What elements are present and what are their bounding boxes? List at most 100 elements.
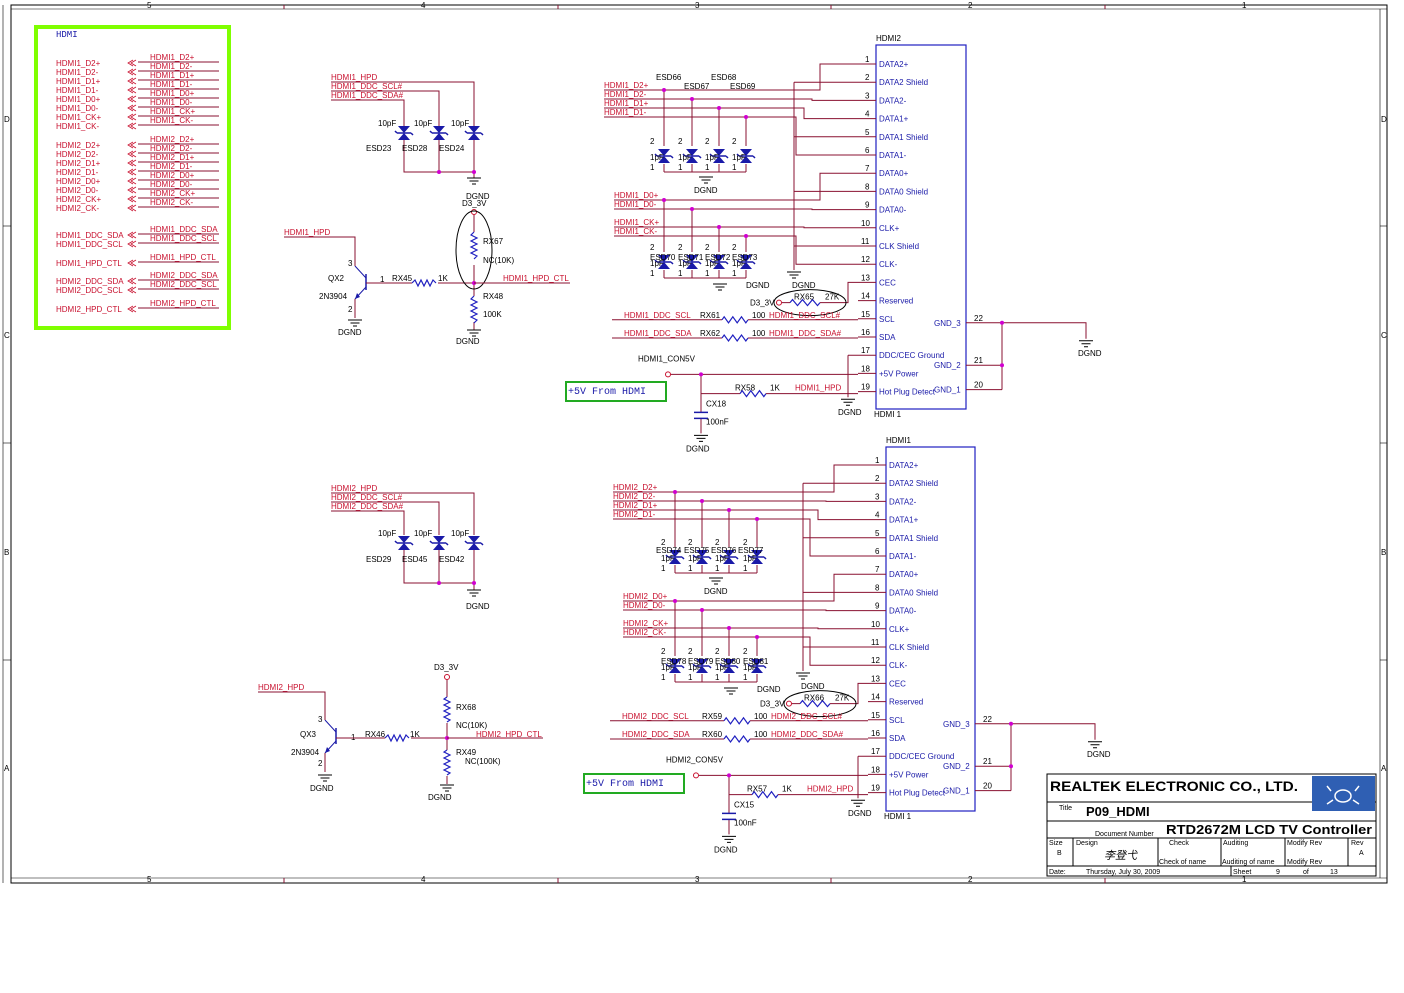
pin-number: 2 bbox=[715, 647, 720, 656]
esd-capacitance: 1pF bbox=[732, 153, 746, 162]
pin-number: 3 bbox=[865, 91, 870, 100]
net-label: HDMI2_D0- bbox=[150, 180, 193, 189]
esd2-cap-3: 10pF bbox=[451, 529, 469, 538]
tvs-diode-icon bbox=[709, 255, 729, 269]
net-label: HDMI2_HPD bbox=[807, 785, 853, 794]
hpd-circuit-1: HDMI1_HPD 3 2 1 QX2 2N3904 DGND RX45 1K … bbox=[284, 199, 570, 346]
net-label: HDMI1_DDC_SCL bbox=[56, 240, 123, 249]
ground-symbol bbox=[348, 319, 362, 327]
ground-symbol bbox=[841, 398, 855, 406]
capacitor-icon bbox=[694, 411, 708, 420]
ground-label: DGND bbox=[704, 587, 728, 596]
resistor-value: 100 bbox=[752, 329, 766, 338]
pin-name: GND_2 bbox=[943, 762, 970, 771]
tvs-diode-icon bbox=[719, 550, 739, 564]
hpd2-q-ref: QX3 bbox=[300, 730, 317, 739]
power-port-icon bbox=[776, 299, 782, 306]
junction bbox=[727, 508, 731, 512]
esd1-net-1: HDMI1_HPD bbox=[331, 73, 377, 82]
tvs-diode-icon bbox=[464, 126, 484, 140]
pin-name: DATA0 Shield bbox=[879, 187, 928, 196]
net-label: HDMI2_D2- bbox=[56, 150, 99, 159]
pin-number: 19 bbox=[871, 784, 880, 793]
net-label: HDMI2_CK+ bbox=[623, 619, 668, 628]
hpd2-in-net: HDMI2_HPD bbox=[258, 683, 304, 692]
net-label: HDMI2_D1+ bbox=[150, 153, 195, 162]
net-label: HDMI2_D1- bbox=[56, 168, 99, 177]
pin-number: 1 bbox=[678, 163, 683, 172]
resistor-value: 27K bbox=[835, 694, 850, 703]
pin-number: 2 bbox=[661, 647, 666, 656]
resistor-ref: RX58 bbox=[735, 384, 756, 393]
pin-number: 5 bbox=[865, 128, 870, 137]
esd-capacitance: 1pF bbox=[678, 259, 692, 268]
pin-number: 1 bbox=[688, 564, 693, 573]
net-label: HDMI2_D2+ bbox=[56, 141, 101, 150]
net-label: HDMI2_CK+ bbox=[150, 189, 195, 198]
hpd2-r-in: RX46 bbox=[365, 730, 386, 739]
esd-ref: ESD73 bbox=[732, 253, 758, 262]
pin-name: SCL bbox=[889, 716, 905, 725]
junction bbox=[699, 372, 703, 377]
ground-symbol bbox=[851, 799, 865, 807]
port-arrow-icon bbox=[127, 186, 137, 194]
pin-name: GND_1 bbox=[943, 787, 970, 796]
ground-symbol bbox=[724, 687, 738, 695]
ground-symbol bbox=[467, 589, 481, 597]
pin-name: DATA1+ bbox=[879, 115, 909, 124]
pin-number: 1 bbox=[688, 673, 693, 682]
transistor-qx3: 3 2 1 bbox=[318, 715, 356, 772]
esd-ref: ESD81 bbox=[743, 657, 769, 666]
pin-number: 20 bbox=[983, 782, 992, 791]
resistor bbox=[721, 333, 749, 343]
pin-name: DDC/CEC Ground bbox=[889, 752, 954, 761]
pin-name: CEC bbox=[879, 278, 896, 287]
esd-ref: ESD75 bbox=[684, 546, 710, 555]
designer-name: 李登弋 bbox=[1104, 849, 1138, 862]
connector-header: HDMI1 bbox=[886, 436, 911, 445]
junction bbox=[717, 106, 721, 110]
esd1-cap-3: 10pF bbox=[451, 119, 469, 128]
pin-name: DATA2- bbox=[879, 96, 907, 105]
tvs-diode-icon bbox=[394, 126, 414, 140]
esd-ref: ESD69 bbox=[730, 82, 756, 91]
pin-number: 8 bbox=[875, 583, 880, 592]
port-arrow-icon bbox=[127, 86, 137, 94]
pin-number: 11 bbox=[861, 237, 870, 246]
column-marker: 3 bbox=[695, 1, 700, 10]
tvs-diode-icon bbox=[747, 550, 767, 564]
net-label: HDMI2_DDC_SDA bbox=[150, 271, 218, 280]
modify-name: Modify Rev bbox=[1287, 859, 1323, 866]
row-marker: D bbox=[4, 115, 10, 124]
docnum-label: Document Number bbox=[1095, 831, 1154, 838]
resistor bbox=[789, 298, 821, 307]
pin-name: DATA2 Shield bbox=[879, 78, 928, 87]
ground-label: DGND bbox=[1078, 349, 1102, 358]
esd2-net-3: HDMI2_DDC_SDA# bbox=[331, 502, 404, 511]
pin-number: 17 bbox=[861, 346, 870, 355]
source-label-box bbox=[565, 381, 667, 402]
net-label: HDMI1_CON5V bbox=[638, 354, 696, 363]
resistor bbox=[721, 315, 749, 324]
hpd2-out-net: HDMI2_HPD_CTL bbox=[476, 730, 542, 739]
design-label: Design bbox=[1076, 840, 1098, 847]
junction bbox=[673, 599, 677, 603]
ground-label: DGND bbox=[792, 281, 816, 290]
column-marker: 5 bbox=[147, 875, 152, 884]
pin-number: 10 bbox=[861, 219, 870, 228]
resistor-value: 100 bbox=[752, 311, 766, 320]
sheet-total: 13 bbox=[1330, 869, 1338, 876]
esd2-cap-2: 10pF bbox=[414, 529, 432, 538]
net-label: HDMI2_DDC_SCL bbox=[150, 280, 217, 289]
size-label: Size bbox=[1049, 840, 1063, 847]
esd-ref: ESD70 bbox=[650, 253, 676, 262]
port-arrow-icon bbox=[127, 177, 137, 185]
net-label: HDMI1_DDC_SCL bbox=[624, 311, 691, 320]
esd-capacitance: 1pF bbox=[732, 259, 746, 268]
pin-number: 16 bbox=[861, 328, 870, 337]
pin-number: 1 bbox=[715, 564, 720, 573]
pin-name: GND_2 bbox=[934, 361, 961, 370]
pin-name: SDA bbox=[889, 734, 906, 743]
pin-name: GND_1 bbox=[934, 386, 961, 395]
